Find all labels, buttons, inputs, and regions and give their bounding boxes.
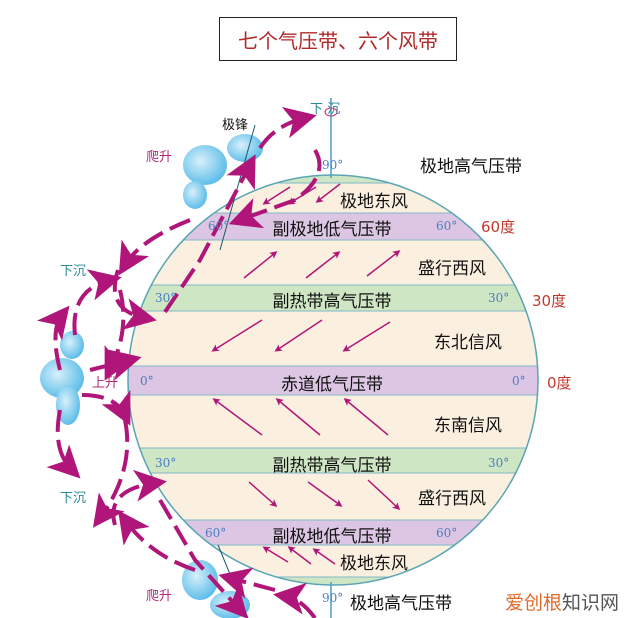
- polar-easterly-arrow: [315, 183, 341, 203]
- degree-60: 60度: [481, 218, 516, 236]
- label-sink-pole: 下 沉: [310, 102, 341, 117]
- band-equatorial-low: [128, 366, 538, 395]
- band-south-westerlies: [128, 473, 538, 520]
- hadley-upper-north: [72, 269, 122, 336]
- band-south-polar-high: [128, 577, 538, 585]
- degree-30: 30度: [532, 292, 567, 310]
- se-trade-arrow: [212, 398, 263, 436]
- polar-easterly-arrow: [287, 546, 312, 565]
- lat-0-left: 0°: [140, 374, 154, 388]
- westerly-arrow: [367, 479, 401, 511]
- label-polar-front: 极锋: [222, 118, 249, 133]
- label-north-polar-high: 极地高气压带: [420, 157, 522, 177]
- band-north-westerlies: [128, 240, 538, 285]
- label-sink-south: 下沉: [60, 491, 87, 506]
- lat-0-right: 0°: [512, 374, 526, 388]
- lat-60-left: 60°: [208, 219, 230, 233]
- westerly-arrow: [307, 481, 343, 507]
- cloud-equator: [40, 331, 84, 425]
- polar-cell-south-descent: [273, 582, 317, 618]
- label-south-subpolar-low: 副极地低气压带: [272, 527, 392, 547]
- watermark-part1: 爱创根: [505, 592, 563, 614]
- label-se-trades: 东南信风: [434, 416, 502, 436]
- westerly-arrow: [248, 481, 278, 507]
- ferrel-upper-south: [111, 469, 167, 526]
- lat-30-right-south: 30°: [488, 456, 510, 470]
- ferrel-climb: [163, 154, 256, 314]
- polar-easterly-arrow: [312, 548, 336, 565]
- ne-trade-arrow: [274, 319, 323, 352]
- label-climb-south: 爬升: [146, 589, 173, 604]
- polar-cell-upper: [258, 106, 317, 150]
- label-south-westerlies: 盛行西风: [418, 489, 486, 509]
- westerly-arrow: [243, 251, 278, 279]
- lat-30-left: 30°: [155, 291, 177, 305]
- lat-60-right-south: 60°: [436, 526, 458, 540]
- hadley-upper-south: [81, 389, 131, 426]
- westerly-arrow: [305, 251, 341, 279]
- polar-easterly-arrow: [262, 186, 291, 205]
- lat-90-south: 90°: [322, 591, 344, 605]
- ferrel-upper: [118, 218, 191, 276]
- label-north-westerlies: 盛行西风: [418, 259, 486, 279]
- label-rise-equator: 上升: [92, 376, 119, 391]
- band-north-subtropical-high: [128, 285, 538, 311]
- se-trade-arrow: [343, 398, 389, 436]
- lat-90-north: 90°: [322, 158, 344, 172]
- rotation-icon: [324, 107, 338, 117]
- ferrel-descent-south: [158, 498, 249, 618]
- se-trade-arrow: [275, 398, 321, 436]
- label-equatorial-low: 赤道低气压带: [281, 375, 383, 395]
- page-title: 七个气压带、六个风带: [219, 17, 457, 61]
- label-sink-north: 下沉: [60, 264, 87, 279]
- label-north-subpolar-low: 副极地低气压带: [272, 220, 392, 240]
- label-ne-trades: 东北信风: [434, 333, 502, 353]
- hadley-rise-north: [37, 305, 70, 371]
- label-south-polar-easterlies: 极地东风: [340, 554, 408, 574]
- lat-30-right: 30°: [488, 291, 510, 305]
- trade-return-north: [89, 349, 142, 381]
- polar-cell-descent: [228, 148, 322, 229]
- watermark-part2: 知识网: [562, 592, 620, 614]
- hadley-descent-south: [92, 419, 130, 528]
- band-north-polar-high: [128, 175, 538, 183]
- circulation-cells: [37, 106, 322, 618]
- polar-easterly-arrow: [262, 546, 289, 563]
- ne-trade-arrow: [342, 321, 391, 352]
- label-south-subtropical-high: 副热带高气压带: [272, 456, 392, 476]
- hadley-rise-south: [46, 409, 81, 479]
- label-north-subtropical-high: 副热带高气压带: [272, 292, 392, 312]
- lat-30-left-south: 30°: [155, 456, 177, 470]
- ne-trade-arrow: [211, 319, 263, 352]
- surface-wind-arrows: [211, 183, 401, 565]
- ferrel-return-south: [118, 510, 196, 572]
- degree-0: 0度: [547, 374, 572, 392]
- westerly-arrow: [366, 250, 401, 277]
- lat-60-right: 60°: [436, 219, 458, 233]
- watermark: 爱创根知识网: [505, 588, 619, 615]
- label-climb-north: 爬升: [146, 150, 173, 165]
- band-ne-trades: [128, 311, 538, 366]
- label-north-polar-easterlies: 极地东风: [340, 192, 408, 212]
- polar-cell-south: [218, 567, 276, 599]
- band-south-subtropical-high: [128, 448, 538, 473]
- lat-60-left-south: 60°: [205, 526, 227, 540]
- label-south-polar-high: 极地高气压带: [350, 594, 452, 614]
- band-se-trades: [128, 395, 538, 448]
